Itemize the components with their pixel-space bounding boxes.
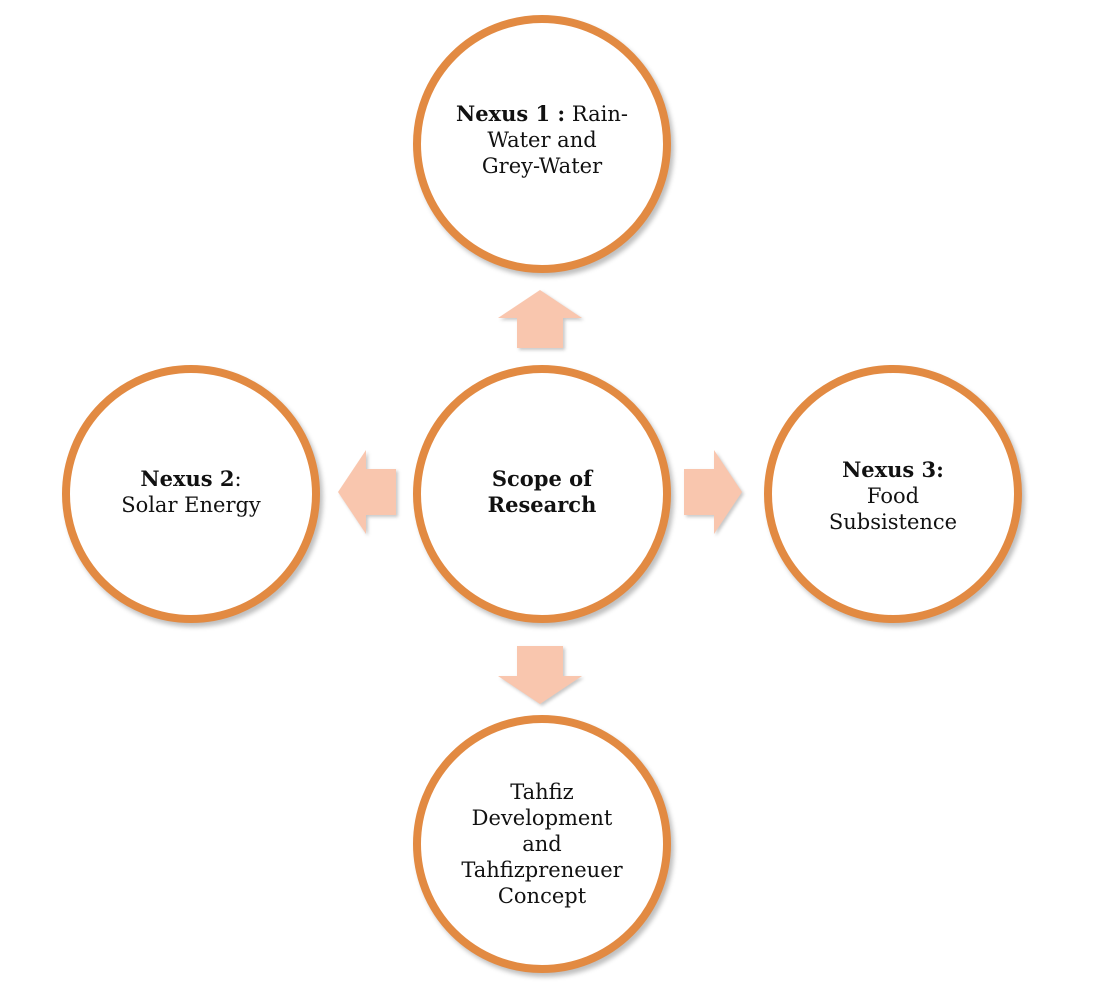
arrow-down bbox=[498, 646, 582, 704]
nexus-1-title: Nexus 1 : bbox=[456, 101, 566, 126]
nexus-1-label: Nexus 1 : Rain- Water and Grey-Water bbox=[447, 101, 637, 179]
scope-of-research-circle: Scope of Research bbox=[413, 365, 671, 623]
tahfiz-line4: Tahfizpreneuer bbox=[461, 858, 623, 882]
tahfiz-line1: Tahfiz bbox=[510, 780, 574, 804]
nexus-2-label: Nexus 2: Solar Energy bbox=[96, 466, 286, 518]
tahfiz-line3: and bbox=[522, 832, 562, 856]
tahfiz-circle: Tahfiz Development and Tahfizpreneuer Co… bbox=[413, 715, 671, 973]
nexus-2-title: Nexus 2 bbox=[140, 466, 235, 491]
nexus-1-circle: Nexus 1 : Rain- Water and Grey-Water bbox=[413, 15, 671, 273]
arrow-right bbox=[684, 450, 742, 534]
nexus-3-line2: Food bbox=[866, 484, 920, 508]
nexus-2-circle: Nexus 2: Solar Energy bbox=[62, 365, 320, 623]
nexus-2-colon: : bbox=[234, 467, 242, 491]
nexus-1-line3: Grey-Water bbox=[481, 154, 603, 178]
scope-line1: Scope of bbox=[491, 466, 593, 491]
tahfiz-label: Tahfiz Development and Tahfizpreneuer Co… bbox=[447, 779, 637, 909]
tahfiz-line5: Concept bbox=[497, 884, 587, 908]
tahfiz-line2: Development bbox=[471, 806, 613, 830]
nexus-1-line2: Water and bbox=[487, 128, 597, 152]
nexus-3-title: Nexus 3: bbox=[842, 457, 944, 482]
nexus-1-line1: Rain- bbox=[565, 102, 628, 126]
scope-label: Scope of Research bbox=[447, 466, 637, 518]
arrow-up bbox=[498, 290, 582, 348]
nexus-3-label: Nexus 3: Food Subsistence bbox=[798, 457, 988, 535]
arrow-left bbox=[338, 450, 396, 534]
scope-line2: Research bbox=[487, 492, 597, 517]
nexus-3-circle: Nexus 3: Food Subsistence bbox=[764, 365, 1022, 623]
nexus-3-line3: Subsistence bbox=[828, 510, 958, 534]
nexus-2-line2: Solar Energy bbox=[121, 493, 261, 517]
